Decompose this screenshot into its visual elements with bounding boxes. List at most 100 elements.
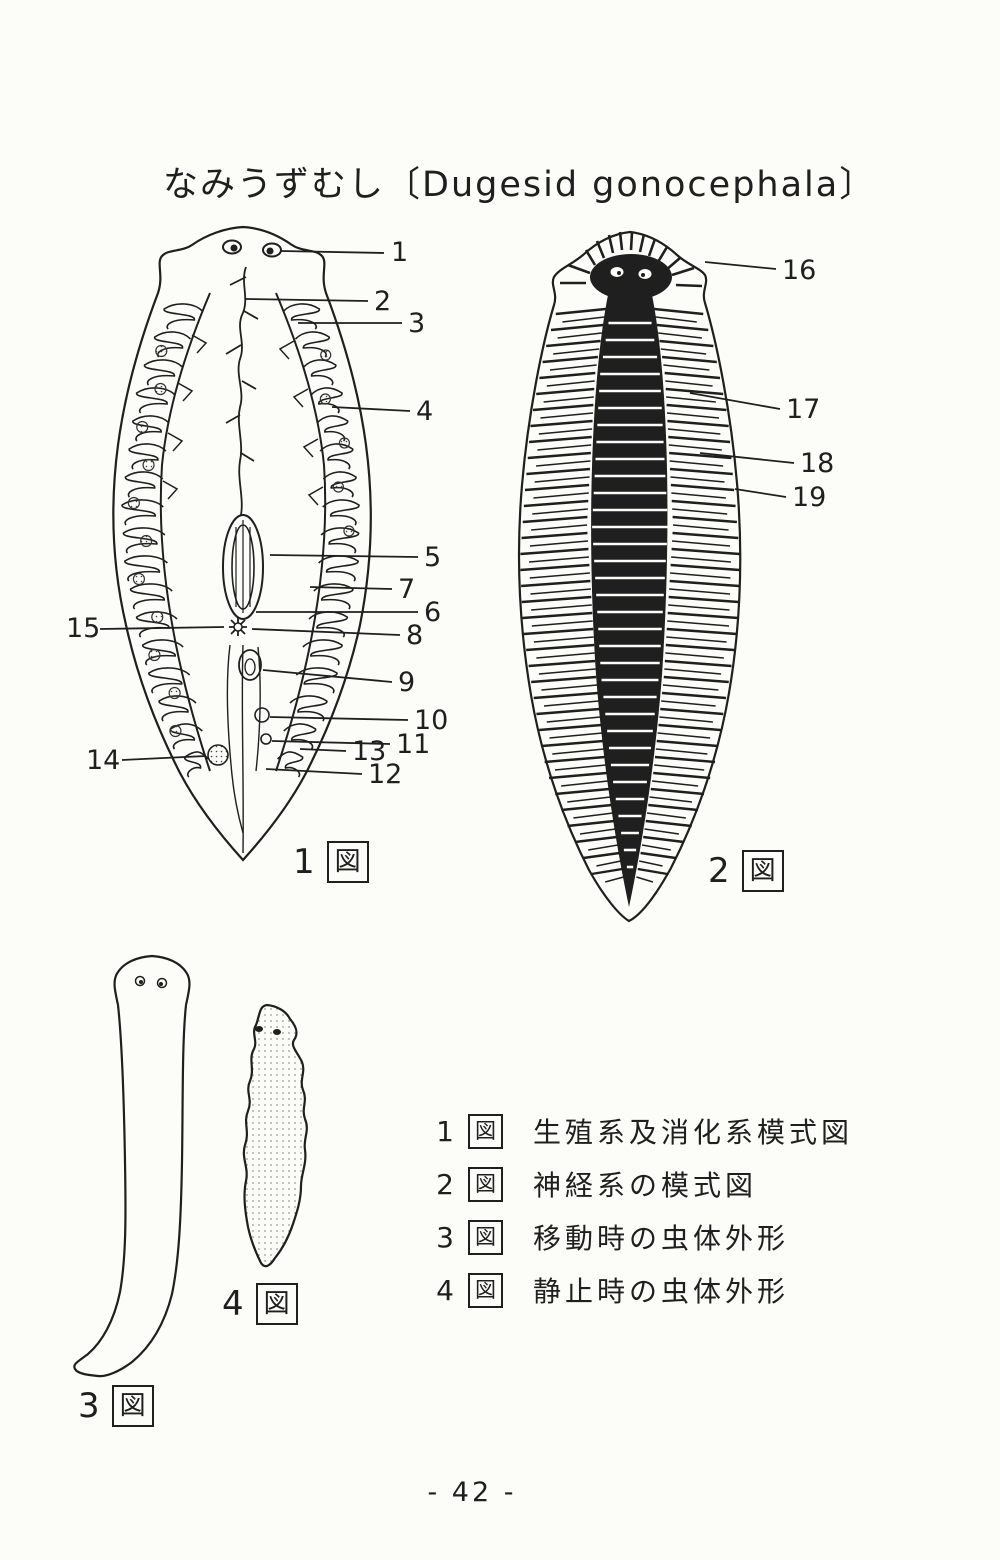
leader-line-5: [269, 554, 419, 558]
gut-diverticulum: [124, 555, 168, 582]
zu-character: 図: [475, 1118, 496, 1143]
nerve-branch-line: [646, 812, 686, 819]
zu-character: 図: [475, 1171, 496, 1196]
follicle-dot: [136, 420, 149, 434]
nerve-branch-line: [669, 588, 731, 595]
legend-number: 2: [436, 1167, 454, 1201]
nerve-branch-line: [541, 739, 604, 748]
nerve-branch-line: [523, 499, 589, 508]
gut-diverticulum: [122, 527, 166, 554]
leader-line-10: [269, 716, 409, 721]
nerve-branch-line: [659, 716, 713, 723]
nerve-branch-line: [670, 476, 725, 483]
genital-atrium: [254, 707, 270, 723]
follicle-dot: [127, 496, 140, 510]
figure1-caption: 1 図: [293, 841, 369, 883]
legend-zu-box: 図: [468, 1219, 503, 1255]
nerve-branch-line: [670, 483, 735, 492]
nerve-branch-line: [540, 412, 594, 419]
nerve-branch-line: [533, 492, 589, 499]
nerve-branch-line: [548, 771, 607, 780]
brain-fibers: [560, 231, 703, 288]
nerve-branch-line: [667, 428, 721, 435]
page-number: - 42 -: [427, 1477, 517, 1508]
figure2-right-pupil: [641, 273, 645, 277]
nerve-branch-line: [561, 803, 612, 812]
nerve-branch-line: [650, 787, 705, 796]
pharynx-folds: [235, 520, 251, 613]
nerve-branch-line: [671, 499, 736, 508]
figure4-caption: 4 図: [222, 1283, 298, 1325]
nerve-branch-line: [562, 316, 605, 323]
figure1-caption-number: 1: [293, 842, 315, 882]
nerve-branch-line: [521, 595, 592, 604]
zu-character: 図: [475, 1224, 496, 1249]
figure2-leader-lines: [689, 261, 795, 498]
figure2-labels: 16 17 18 19: [782, 255, 834, 513]
penis-papilla: [244, 658, 256, 676]
nerve-branch-line: [535, 460, 591, 467]
follicle-dot: [140, 534, 153, 548]
follicle-dot: [338, 437, 350, 449]
nerve-branch-line: [665, 652, 724, 659]
gut-diverticulum: [143, 359, 183, 386]
nerve-branch-line: [668, 595, 739, 604]
nerve-branch-line: [567, 796, 611, 803]
nerve-branch-line: [588, 844, 619, 851]
pharynx: [222, 514, 264, 620]
leader-line-2: [245, 298, 369, 302]
nerve-branch-line: [666, 627, 738, 636]
leader-line-4: [331, 406, 411, 412]
nerve-branch-line: [583, 851, 620, 860]
label-3: 3: [408, 308, 425, 339]
nerve-branch-line: [639, 860, 663, 867]
legend-zu-box: 図: [468, 1272, 503, 1308]
anterior-gut-branch: [225, 266, 259, 516]
nerve-branch-line: [666, 403, 727, 412]
nerve-branch-line: [574, 835, 617, 844]
label-5: 5: [424, 542, 441, 573]
leader-line-14: [121, 755, 207, 761]
follicle-dot: [154, 382, 167, 396]
figure2-left-eye: [610, 267, 624, 277]
legend-text: 静止時の虫体外形: [533, 1275, 790, 1308]
gut-diverticulum: [322, 499, 360, 526]
leader-line-18: [699, 452, 795, 464]
label-15: 15: [66, 613, 100, 644]
nerve-branch-line: [655, 748, 708, 755]
nerve-branch-line: [526, 467, 591, 476]
nerve-branch-line: [658, 332, 702, 339]
figure1-gut-branches: [121, 303, 360, 778]
nerve-branch-line: [664, 371, 721, 380]
leader-line-9: [262, 669, 393, 683]
nerve-branch-line: [668, 444, 722, 451]
zu-character: 図: [475, 1277, 496, 1302]
gut-diverticulum: [295, 667, 338, 694]
right-gut-trunk: [275, 292, 327, 772]
nerve-branch-line: [672, 508, 728, 515]
label-7: 7: [398, 574, 415, 605]
nerve-branch-line: [666, 636, 727, 643]
nerve-branch-line: [546, 339, 601, 348]
nerve-branch-line: [537, 444, 592, 451]
nerve-branch-line: [527, 451, 591, 460]
figure4-left-eye: [255, 1026, 263, 1032]
follicle-dot: [155, 344, 168, 358]
nerve-branch-line: [663, 675, 729, 684]
legend-row-1: 1 図 生殖系及消化系模式図: [432, 1112, 853, 1150]
nerve-branch-line: [531, 620, 593, 627]
nerve-branch-line: [666, 412, 720, 419]
nerve-branch-line: [532, 508, 588, 515]
nerve-branch-line: [651, 780, 699, 787]
figure1-caption-zu-box: 図: [326, 841, 369, 883]
nerve-branch-line: [671, 492, 726, 499]
figure2-caption: 2 図: [708, 850, 784, 892]
nerve-branch-line: [532, 403, 594, 412]
nerve-branch-line: [521, 579, 591, 588]
nerve-branch-line: [536, 652, 595, 659]
figure2-caption-zu-box: 図: [741, 850, 784, 892]
figure1-leader-lines: [99, 250, 419, 775]
leader-line-15: [99, 626, 225, 630]
nerve-branch-line: [669, 460, 724, 467]
zu-character: 図: [263, 1289, 290, 1319]
